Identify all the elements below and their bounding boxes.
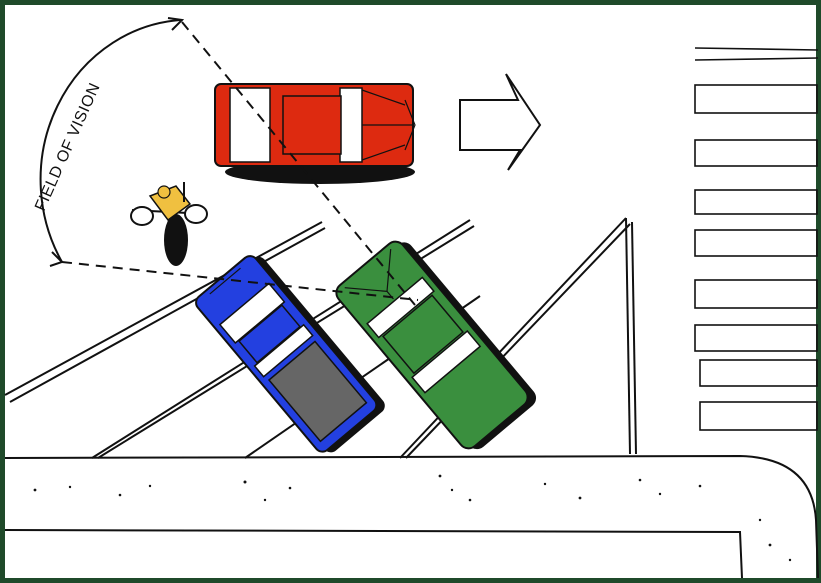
red-car-icon: [214, 83, 416, 184]
blue-pickup-icon: [195, 255, 385, 453]
sidewalk: [4, 454, 819, 579]
direction-arrow-icon: [459, 73, 542, 171]
crosswalk-icon: [694, 47, 819, 431]
sidewalk-texture: [33, 474, 792, 562]
sight-lines: [61, 21, 419, 306]
bicyclist-icon: [130, 182, 208, 266]
arc-arrowhead-top: [167, 17, 185, 31]
green-car-icon: [335, 240, 537, 450]
field-of-vision-arc: [39, 19, 181, 263]
